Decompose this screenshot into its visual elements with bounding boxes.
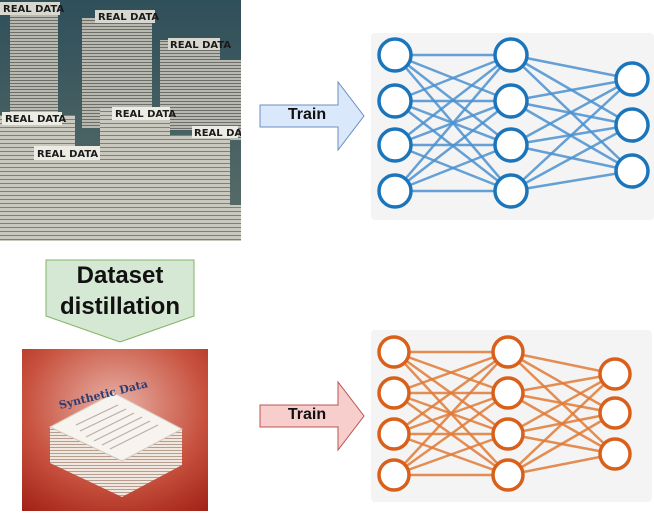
network-edge	[510, 77, 633, 103]
train-label-top: Train	[287, 106, 327, 123]
network-node-layer-2	[491, 335, 525, 369]
bottom-neural-network	[371, 330, 652, 502]
network-node-layer-1	[377, 417, 411, 451]
network-edge	[394, 143, 512, 193]
network-node-layer-2	[491, 376, 525, 410]
network-node-layer-3	[614, 107, 650, 143]
network-node-layer-3	[598, 357, 632, 391]
network-edge	[394, 53, 512, 103]
network-edge	[510, 78, 633, 192]
network-edge	[510, 169, 633, 193]
network-edge	[510, 77, 633, 147]
network-node-layer-2	[493, 83, 529, 119]
real-data-labels: REAL DATA REAL DATA REAL DATA REAL DATA …	[0, 2, 241, 160]
network-node-layer-1	[377, 173, 413, 209]
real-data-label: REAL DATA	[37, 149, 98, 160]
network-edge	[510, 53, 633, 81]
network-edge	[507, 372, 616, 436]
network-node-layer-1	[377, 458, 411, 492]
train-label-bottom: Train	[287, 406, 327, 423]
real-data-label: REAL DATA	[5, 114, 66, 125]
network-edge	[507, 452, 616, 477]
network-edge	[510, 123, 633, 193]
bottom-neural-network-graph	[377, 335, 632, 492]
top-neural-network	[371, 33, 654, 220]
network-node-layer-3	[614, 61, 650, 97]
real-data-label: REAL DATA	[194, 128, 241, 139]
real-data-label: REAL DATA	[115, 109, 176, 120]
network-edge	[394, 54, 512, 146]
train-arrow-bottom-shape	[259, 380, 365, 452]
distillation-label: distillation	[60, 293, 180, 320]
network-node-layer-1	[377, 376, 411, 410]
network-edge	[394, 54, 512, 192]
network-node-layer-2	[491, 458, 525, 492]
network-node-layer-3	[614, 153, 650, 189]
network-node-layer-2	[493, 127, 529, 163]
train-arrow-top: Train	[258, 80, 368, 152]
train-arrow-bottom: Train	[258, 380, 368, 452]
network-edge	[394, 100, 512, 192]
real-data-label: REAL DATA	[170, 40, 231, 51]
network-edge	[393, 432, 509, 477]
synthetic-data-image: Synthetic Data	[22, 349, 208, 511]
network-edge	[393, 350, 509, 395]
network-node-layer-2	[493, 37, 529, 73]
top-neural-network-graph	[377, 37, 650, 209]
network-node-layer-3	[598, 437, 632, 471]
network-edge	[507, 350, 616, 376]
network-edge	[507, 372, 616, 395]
network-node-layer-1	[377, 37, 413, 73]
network-node-layer-2	[493, 173, 529, 209]
real-data-image: REAL DATA REAL DATA REAL DATA REAL DATA …	[0, 0, 241, 241]
dataset-distillation-arrow-shape	[45, 259, 195, 343]
network-node-layer-2	[491, 417, 525, 451]
network-edge	[507, 373, 616, 476]
network-node-layer-1	[377, 335, 411, 369]
dataset-label: Dataset	[76, 262, 164, 289]
network-node-layer-1	[377, 127, 413, 163]
network-node-layer-1	[377, 83, 413, 119]
network-edge	[507, 411, 616, 477]
real-data-label: REAL DATA	[3, 4, 64, 15]
dataset-distillation-arrow: Dataset distillation	[44, 258, 196, 344]
network-edge	[393, 351, 509, 476]
real-data-label: REAL DATA	[98, 12, 159, 23]
network-node-layer-3	[598, 396, 632, 430]
train-arrow-top-shape	[259, 80, 365, 152]
network-edge	[393, 391, 509, 477]
network-edge	[393, 350, 509, 436]
